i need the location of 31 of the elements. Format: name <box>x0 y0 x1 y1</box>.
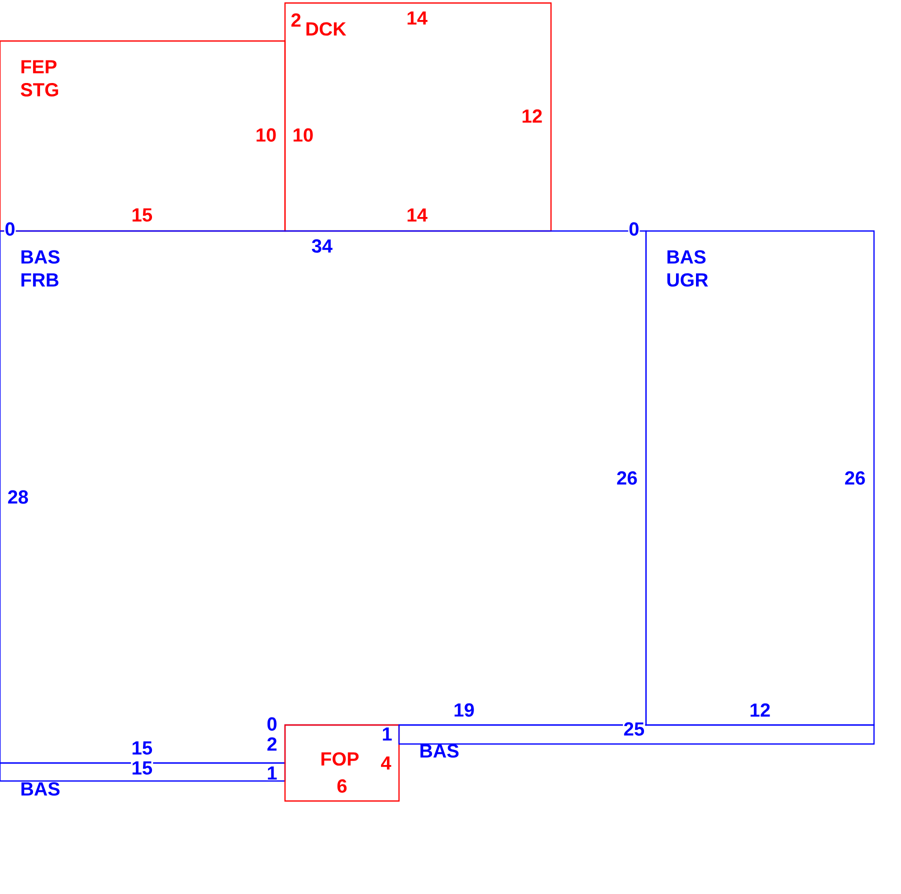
area-label: BAS <box>420 744 459 758</box>
area-label: BAS FRB <box>21 250 60 286</box>
dimension-label: 26 <box>616 470 638 486</box>
dimension-label: 12 <box>520 108 544 124</box>
dimension-label: 12 <box>748 702 772 718</box>
dimension-label: 14 <box>406 10 428 26</box>
dimension-label: 4 <box>380 756 392 770</box>
dimension-label: 15 <box>130 208 154 222</box>
dimension-label: 15 <box>130 740 154 756</box>
dimension-label: 0 <box>628 222 640 236</box>
area-label: BAS <box>21 782 60 796</box>
dimension-label: 14 <box>406 208 428 222</box>
area-label: FOP <box>321 752 359 766</box>
dimension-label: 10 <box>292 128 314 142</box>
dimension-label: 6 <box>336 778 348 794</box>
dimension-label: 1 <box>381 726 393 742</box>
dimension-label: 10 <box>254 128 278 142</box>
dimension-label: 15 <box>130 760 154 776</box>
dimension-label: 28 <box>6 490 30 504</box>
area-label: FEP STG <box>20 60 58 96</box>
dimension-label: 0 <box>266 716 278 732</box>
dimension-label: 1 <box>266 766 278 780</box>
dimension-label: 26 <box>844 470 866 486</box>
dimension-label: 25 <box>622 722 646 736</box>
dimension-label: 19 <box>452 702 476 718</box>
dimension-label: 0 <box>4 222 16 236</box>
dimension-label: 2 <box>290 12 302 28</box>
dimension-label: 2 <box>266 736 278 752</box>
dimension-label: 34 <box>310 238 334 254</box>
area-label: DCK <box>306 22 346 36</box>
area-label: BAS UGR <box>667 250 708 287</box>
